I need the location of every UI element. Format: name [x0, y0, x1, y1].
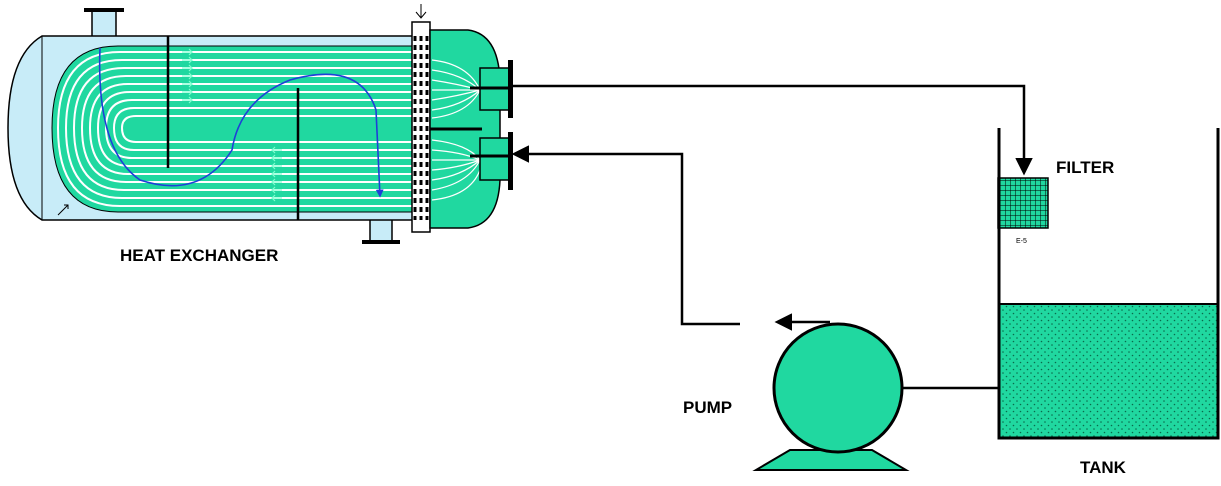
- tank-label: TANK: [1080, 458, 1126, 477]
- tank: [997, 128, 1220, 440]
- filter-label: FILTER: [1056, 158, 1115, 177]
- shell-flow-path: [98, 47, 384, 198]
- tank-walls: [997, 128, 1220, 440]
- pump: [752, 322, 910, 471]
- heat-exchanger-label: HEAT EXCHANGER: [120, 246, 279, 265]
- pump-label: PUMP: [683, 398, 733, 417]
- filter-code-label: E-5: [1016, 238, 1027, 245]
- heat-exchanger: [7, 4, 513, 244]
- pump-casing: [772, 322, 904, 454]
- pipe-to-filter: [513, 84, 1033, 176]
- filter-element: [997, 177, 1049, 229]
- piping: [511, 84, 1033, 397]
- shell-inlet-nozzle: [91, 9, 117, 39]
- channel-flow-lines: [431, 59, 481, 201]
- tube-bundle: [51, 45, 413, 213]
- tank-liquid: [999, 304, 1218, 438]
- tube-inlet-nozzle: [479, 137, 511, 181]
- pipe-pump-to-exchanger: [511, 145, 740, 326]
- tube-flow-arrows: [182, 48, 282, 202]
